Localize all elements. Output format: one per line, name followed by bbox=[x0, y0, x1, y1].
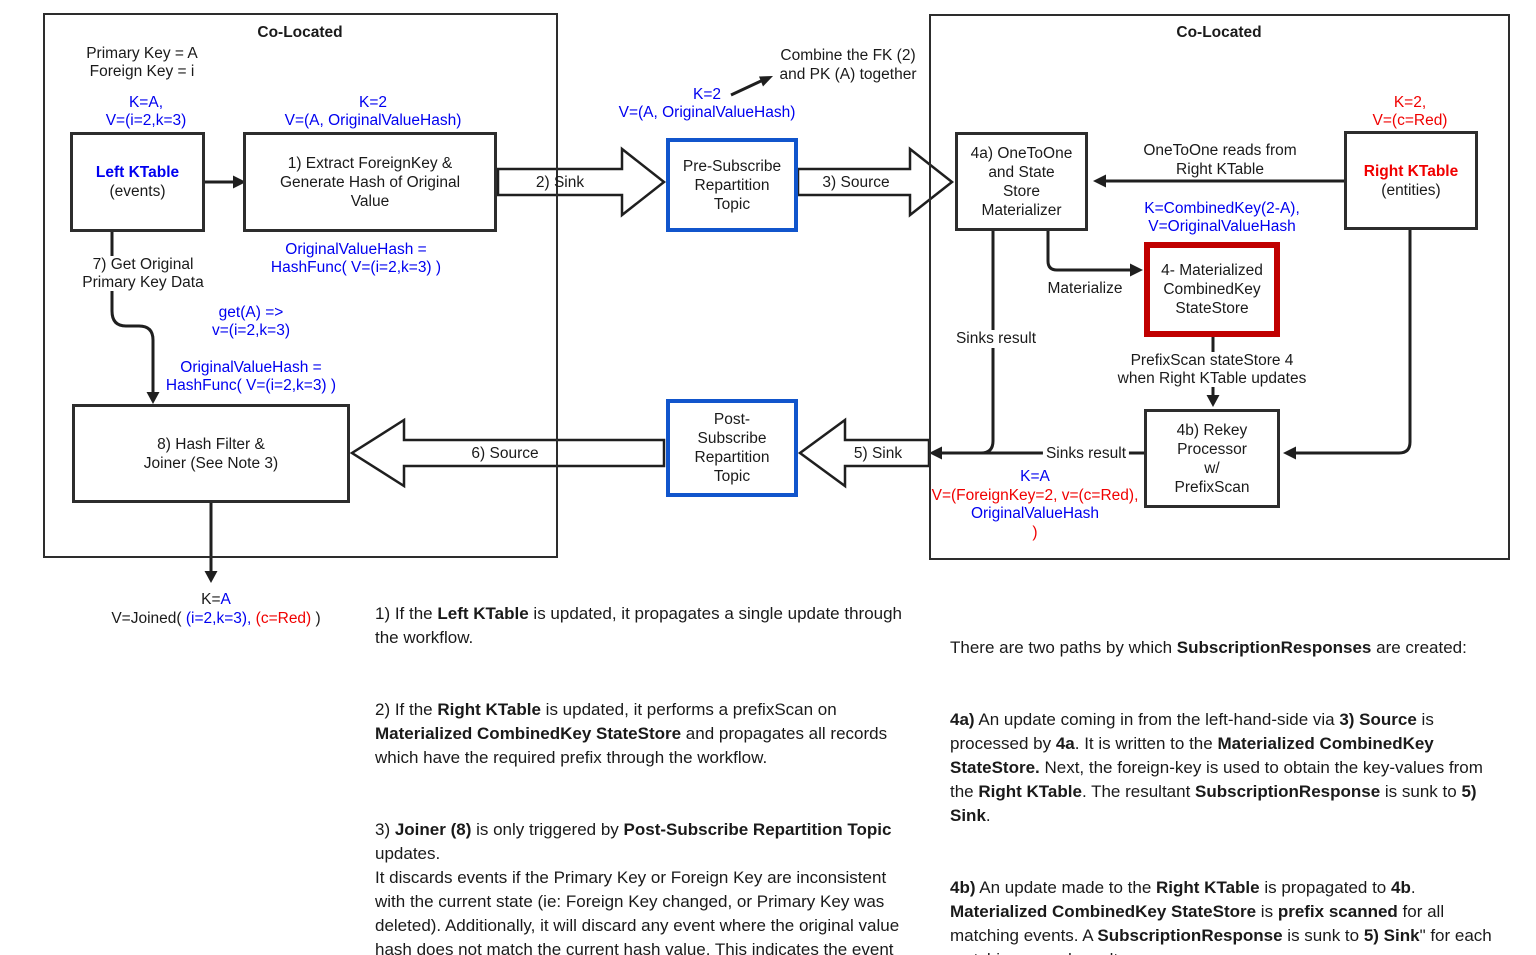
right-ktable-kv-label: K=2, V=(c=Red) bbox=[1372, 94, 1448, 129]
left-ktable-subtitle: (events) bbox=[109, 183, 166, 200]
left-ktable-kv-label: K=A, V=(i=2,k=3) bbox=[105, 94, 187, 129]
note-4a: 4a) An update coming in from the left-ha… bbox=[950, 710, 1483, 825]
rekey-processor-box: 4b) Rekey Processor w/ PrefixScan bbox=[1144, 409, 1280, 508]
prefixscan-note: PrefixScan stateStore 4 when Right KTabl… bbox=[1114, 352, 1310, 387]
pre-subscribe-topic-label: Pre-Subscribe Repartition Topic bbox=[682, 157, 782, 213]
extract-hash-label: OriginalValueHash = HashFunc( V=(i=2,k=3… bbox=[270, 241, 442, 276]
post-subscribe-topic-box: Post- Subscribe Repartition Topic bbox=[666, 399, 798, 497]
extract-foreignkey-box: 1) Extract ForeignKey & Generate Hash of… bbox=[243, 132, 497, 232]
note-1: 1) If the Left KTable is updated, it pro… bbox=[375, 604, 903, 647]
materialized-statestore-label: 4- Materialized CombinedKey StateStore bbox=[1161, 262, 1263, 317]
note-3: 3) Joiner (8) is only triggered by Post-… bbox=[375, 820, 900, 955]
subscription-response-kv-label: K=A V=(ForeignKey=2, v=(c=Red), Original… bbox=[931, 468, 1139, 541]
right-colocated-title: Co-Located bbox=[1176, 24, 1262, 41]
left-ktable-box: Left KTable (events) bbox=[70, 132, 205, 232]
rekey-processor-label: 4b) Rekey Processor w/ PrefixScan bbox=[1174, 421, 1250, 496]
pre-subscribe-topic-box: Pre-Subscribe Repartition Topic bbox=[666, 138, 798, 232]
sink-5-label: 5) Sink bbox=[853, 445, 903, 462]
notes-left: 1) If the Left KTable is updated, it pro… bbox=[375, 578, 910, 955]
left-colocated-frame bbox=[43, 13, 558, 558]
left-colocated-title: Co-Located bbox=[257, 24, 343, 41]
right-colocated-frame bbox=[929, 14, 1510, 560]
note-4b: 4b) An update made to the Right KTable i… bbox=[950, 878, 1492, 955]
primary-foreign-key-note: Primary Key = A Foreign Key = i bbox=[86, 45, 198, 80]
post-subscribe-topic-label: Post- Subscribe Repartition Topic bbox=[694, 411, 770, 485]
right-ktable-box: Right KTable (entities) bbox=[1344, 131, 1478, 230]
onetoone-materializer-box: 4a) OneToOne and State Store Materialize… bbox=[955, 132, 1088, 231]
source-3-label: 3) Source bbox=[822, 174, 890, 191]
arrowhead bbox=[204, 571, 218, 583]
joiner-hash-label: OriginalValueHash = HashFunc( V=(i=2,k=3… bbox=[165, 359, 337, 394]
sink-2-label: 2) Sink bbox=[535, 174, 585, 191]
right-ktable-subtitle: (entities) bbox=[1381, 181, 1441, 199]
materialize-label: Materialize bbox=[1047, 280, 1123, 297]
notes-right: There are two paths by which Subscriptio… bbox=[950, 612, 1510, 955]
hash-filter-joiner-box: 8) Hash Filter & Joiner (See Note 3) bbox=[72, 404, 350, 503]
get-original-label: 7) Get Original Primary Key Data bbox=[79, 256, 207, 291]
extract-foreignkey-label: 1) Extract ForeignKey & Generate Hash of… bbox=[279, 154, 461, 210]
source-6-label: 6) Source bbox=[471, 445, 539, 462]
hash-filter-joiner-label: 8) Hash Filter & Joiner (See Note 3) bbox=[143, 435, 279, 472]
left-ktable-title: Left KTable bbox=[95, 164, 180, 181]
arrowhead bbox=[759, 76, 773, 87]
pre-topic-kv-label: K=2 V=(A, OriginalValueHash) bbox=[618, 86, 796, 121]
combine-fk-pk-note: Combine the FK (2) and PK (A) together bbox=[779, 47, 917, 83]
sinks-result-label-vertical: Sinks result bbox=[952, 330, 1040, 348]
note-2: 2) If the Right KTable is updated, it pe… bbox=[375, 700, 888, 767]
sinks-result-label-horizontal: Sinks result bbox=[1042, 445, 1130, 463]
extract-kv-label: K=2 V=(A, OriginalValueHash) bbox=[284, 94, 462, 129]
get-a-label: get(A) => v=(i=2,k=3) bbox=[212, 304, 290, 339]
combinedkey-kv-label: K=CombinedKey(2-A), V=OriginalValueHash bbox=[1144, 200, 1300, 235]
reads-from-label: OneToOne reads from Right KTable bbox=[1143, 142, 1297, 178]
note-paths-intro: There are two paths by which Subscriptio… bbox=[950, 638, 1467, 657]
joined-output-kv-label: K=A V=Joined( (i=2,k=3), (c=Red) ) bbox=[111, 591, 321, 627]
right-ktable-title: Right KTable bbox=[1363, 162, 1459, 180]
materialized-statestore-box: 4- Materialized CombinedKey StateStore bbox=[1144, 242, 1280, 337]
onetoone-materializer-label: 4a) OneToOne and State Store Materialize… bbox=[970, 144, 1073, 219]
